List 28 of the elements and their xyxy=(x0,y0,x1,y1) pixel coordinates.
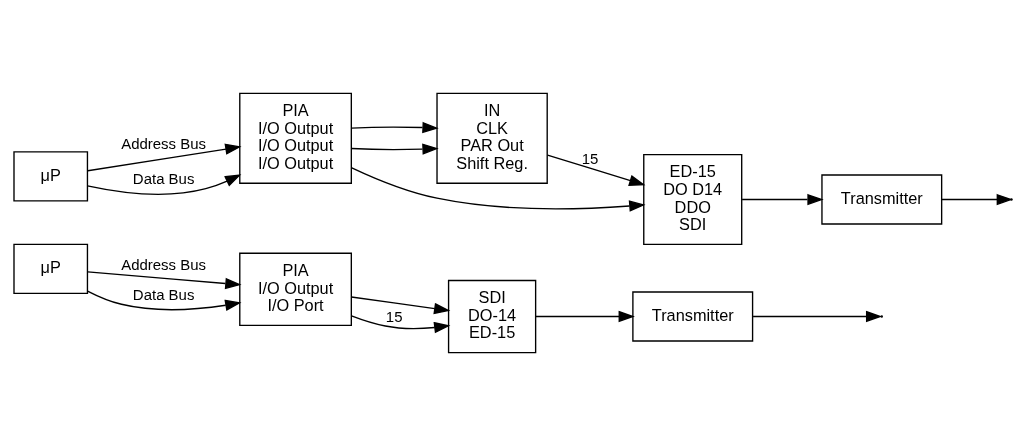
edge-label: 15 xyxy=(385,307,403,325)
arrow xyxy=(535,310,635,322)
arrow xyxy=(350,121,439,133)
edge-label: Address Bus xyxy=(121,255,207,273)
node-box: ED-15 DO D14 DDO SDI xyxy=(643,153,743,245)
arrow xyxy=(87,143,242,171)
arrow xyxy=(546,153,646,186)
edge-label: Address Bus xyxy=(121,134,207,152)
arrow xyxy=(350,314,451,333)
arrow xyxy=(86,173,242,195)
node-box: Transmitter xyxy=(821,173,943,225)
arrow xyxy=(86,289,242,311)
arrow xyxy=(350,142,439,155)
node-box: Transmitter xyxy=(632,290,754,342)
arrow xyxy=(87,270,242,289)
arrow xyxy=(752,310,883,322)
node-box: IN CLK PAR Out Shift Reg. xyxy=(436,92,548,184)
node-box: PIA I/O Output I/O Output I/O Output xyxy=(239,92,352,184)
edge-label: Data Bus xyxy=(132,285,195,303)
edge-label: Data Bus xyxy=(132,169,195,187)
edge-label: 15 xyxy=(581,149,599,167)
node-box: PIA I/O Output I/O Port xyxy=(239,252,352,326)
node-box: μP xyxy=(13,243,89,294)
arrow xyxy=(351,166,646,212)
node-box: SDI DO-14 ED-15 xyxy=(447,279,537,353)
arrow xyxy=(350,295,451,314)
arrow xyxy=(741,193,824,205)
node-box: μP xyxy=(13,150,89,202)
